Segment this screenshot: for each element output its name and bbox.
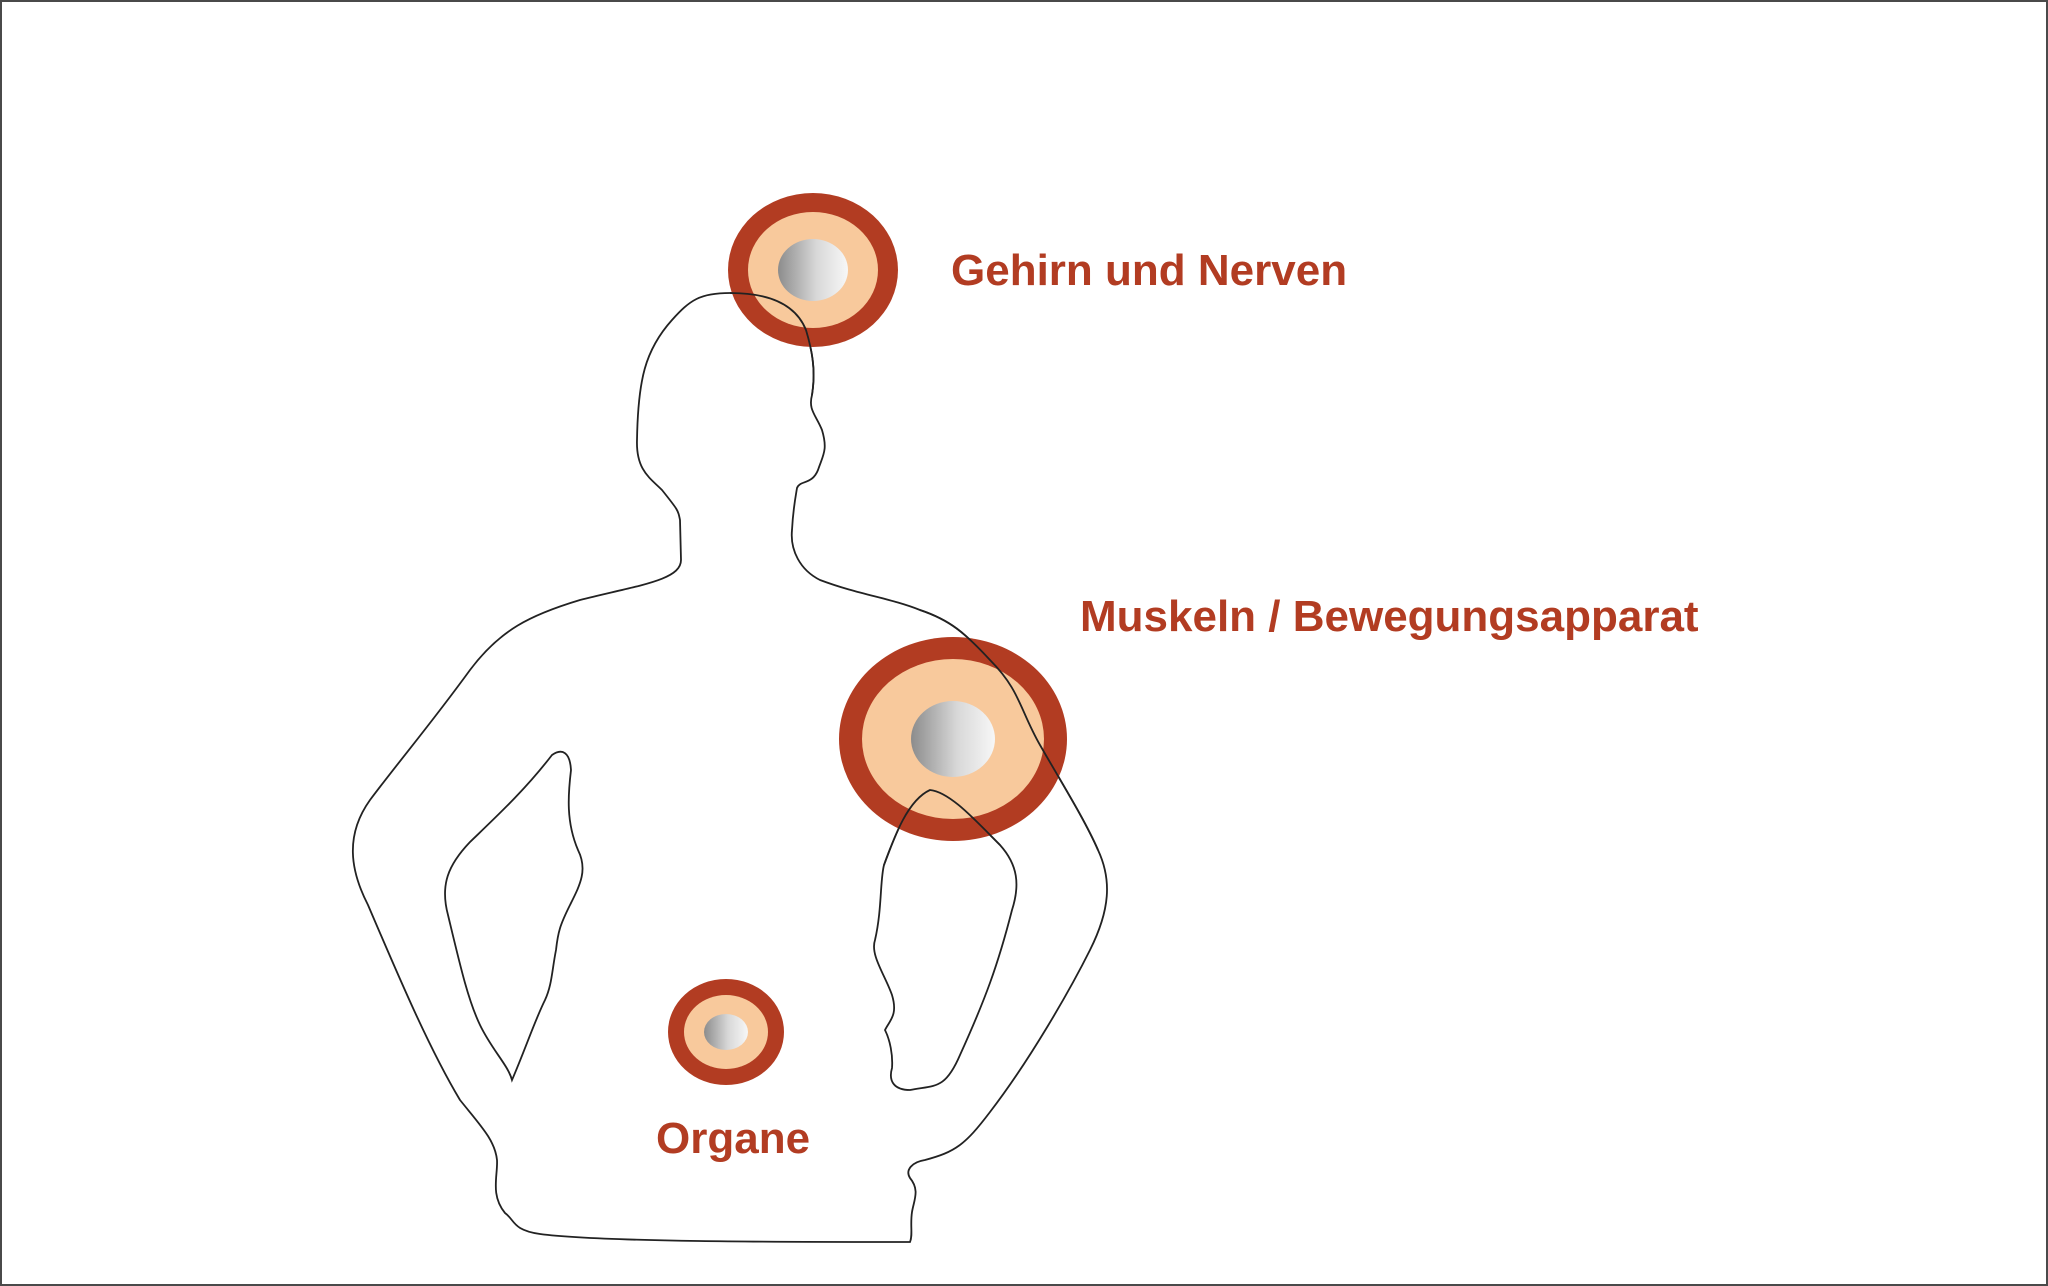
organs-indicator (668, 979, 784, 1085)
right-arm-inner-outline (873, 789, 1018, 1091)
shoulder-outline-overlay (919, 609, 1099, 851)
brain-indicator (728, 193, 898, 347)
muscles-indicator-core (911, 701, 995, 777)
organs-indicator-core (704, 1014, 748, 1050)
body-silhouette-outline (352, 292, 1108, 1243)
head-outline-overlay (729, 292, 815, 396)
organs-label: Organe (656, 1114, 810, 1163)
brain-indicator-core (778, 239, 848, 301)
arm-outline-overlay (883, 789, 1001, 866)
muscles-label: Muskeln / Bewegungsapparat (1080, 592, 1699, 641)
muscles-indicator (839, 637, 1067, 841)
left-arm-inner-outline (444, 750, 584, 1083)
brain-label: Gehirn und Nerven (951, 246, 1347, 295)
